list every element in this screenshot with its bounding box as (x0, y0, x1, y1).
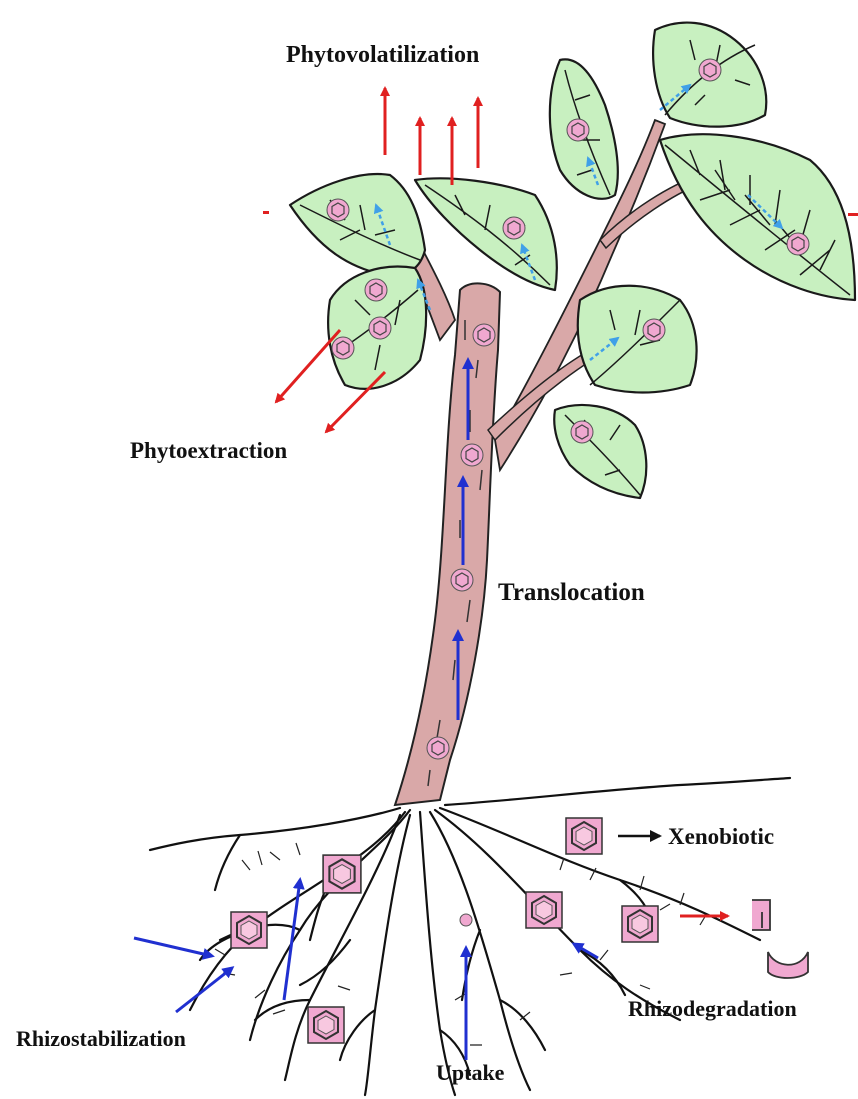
label-translocation: Translocation (498, 579, 645, 606)
label-uptake: Uptake (436, 1060, 505, 1085)
small-uptake-molecule (460, 914, 472, 926)
label-rhizodegradation: Rhizodegradation (628, 996, 797, 1021)
leaf-top-center (415, 178, 557, 290)
label-xenobiotic: Xenobiotic (668, 824, 774, 849)
soil-molecules (231, 818, 658, 1043)
leaf-upper-left (290, 174, 425, 276)
rhizostabilization-arrows (134, 880, 300, 1012)
label-phytovolatilization: Phytovolatilization (286, 42, 479, 68)
phytovolatilization-arrows (385, 88, 478, 185)
label-phytoextraction: Phytoextraction (130, 438, 287, 463)
label-rhizostabilization: Rhizostabilization (16, 1026, 186, 1051)
